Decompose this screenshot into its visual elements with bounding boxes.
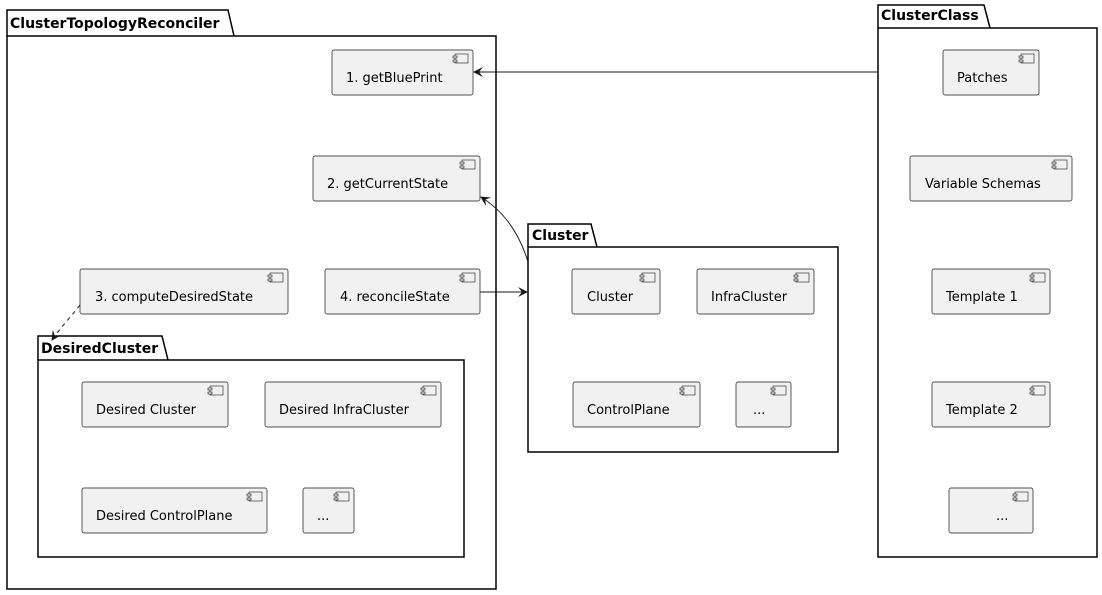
component-variable-schemas: Variable Schemas bbox=[909, 155, 1073, 202]
package-title: ClusterTopologyReconciler bbox=[10, 16, 220, 32]
uml-component-icon bbox=[459, 272, 476, 283]
uml-component-icon bbox=[246, 491, 263, 502]
edge-cluster-to-getcurrentstate bbox=[480, 196, 529, 263]
component-desired-more: ... bbox=[302, 487, 355, 534]
uml-component-icon bbox=[333, 491, 350, 502]
component-template-1: Template 1 bbox=[931, 268, 1051, 315]
uml-component-icon bbox=[793, 272, 810, 283]
uml-component-icon bbox=[770, 385, 787, 396]
component-label: 3. computeDesiredState bbox=[95, 290, 253, 305]
component-label: 1. getBluePrint bbox=[346, 71, 443, 86]
component-label: 4. reconcileState bbox=[340, 290, 450, 305]
component-patches: Patches bbox=[942, 49, 1040, 96]
component-label: 2. getCurrentState bbox=[327, 177, 448, 192]
uml-component-icon bbox=[1029, 272, 1046, 283]
component-label: ... bbox=[996, 509, 1008, 524]
uml-component-icon bbox=[207, 385, 224, 396]
uml-component-icon bbox=[1051, 159, 1068, 170]
uml-component-icon bbox=[452, 53, 469, 64]
component-label: Desired InfraCluster bbox=[279, 403, 410, 418]
component-label: InfraCluster bbox=[711, 290, 788, 305]
component-label: Template 1 bbox=[945, 290, 1018, 305]
package-title: Cluster bbox=[532, 228, 589, 244]
uml-component-icon bbox=[459, 159, 476, 170]
uml-component-icon bbox=[267, 272, 284, 283]
component-desired-controlplane: Desired ControlPlane bbox=[81, 487, 268, 534]
component-template-2: Template 2 bbox=[931, 381, 1051, 428]
component-cluster-more: ... bbox=[735, 381, 792, 428]
component-controlplane: ControlPlane bbox=[572, 381, 701, 428]
component-label: Cluster bbox=[587, 290, 634, 305]
component-label: ControlPlane bbox=[587, 403, 670, 418]
component-clusterclass-more: ... bbox=[948, 487, 1034, 534]
component-desired-cluster: Desired Cluster bbox=[81, 381, 229, 428]
component-compute-desired-state: 3. computeDesiredState bbox=[79, 268, 289, 315]
uml-component-icon bbox=[679, 385, 696, 396]
component-desired-infracluster: Desired InfraCluster bbox=[264, 381, 442, 428]
uml-component-icon bbox=[420, 385, 437, 396]
package-title: ClusterClass bbox=[881, 8, 979, 24]
uml-component-icon bbox=[639, 272, 656, 283]
component-label: ... bbox=[753, 403, 765, 418]
uml-component-icon bbox=[1029, 385, 1046, 396]
component-cluster: Cluster bbox=[571, 268, 661, 315]
component-label: Template 2 bbox=[945, 403, 1018, 418]
component-infracluster: InfraCluster bbox=[696, 268, 815, 315]
component-get-current-state: 2. getCurrentState bbox=[312, 155, 481, 202]
component-label: Desired Cluster bbox=[96, 403, 197, 418]
edge-computedesiredstate-to-desiredcluster bbox=[51, 304, 81, 341]
component-reconcile-state: 4. reconcileState bbox=[324, 268, 481, 315]
component-label: ... bbox=[317, 509, 329, 524]
uml-component-icon bbox=[1012, 491, 1029, 502]
component-label: Patches bbox=[957, 71, 1008, 86]
component-label: Desired ControlPlane bbox=[96, 509, 232, 524]
component-label: Variable Schemas bbox=[925, 177, 1041, 192]
package-title: DesiredCluster bbox=[41, 341, 158, 357]
uml-component-icon bbox=[1018, 53, 1035, 64]
component-get-blueprint: 1. getBluePrint bbox=[331, 49, 474, 96]
